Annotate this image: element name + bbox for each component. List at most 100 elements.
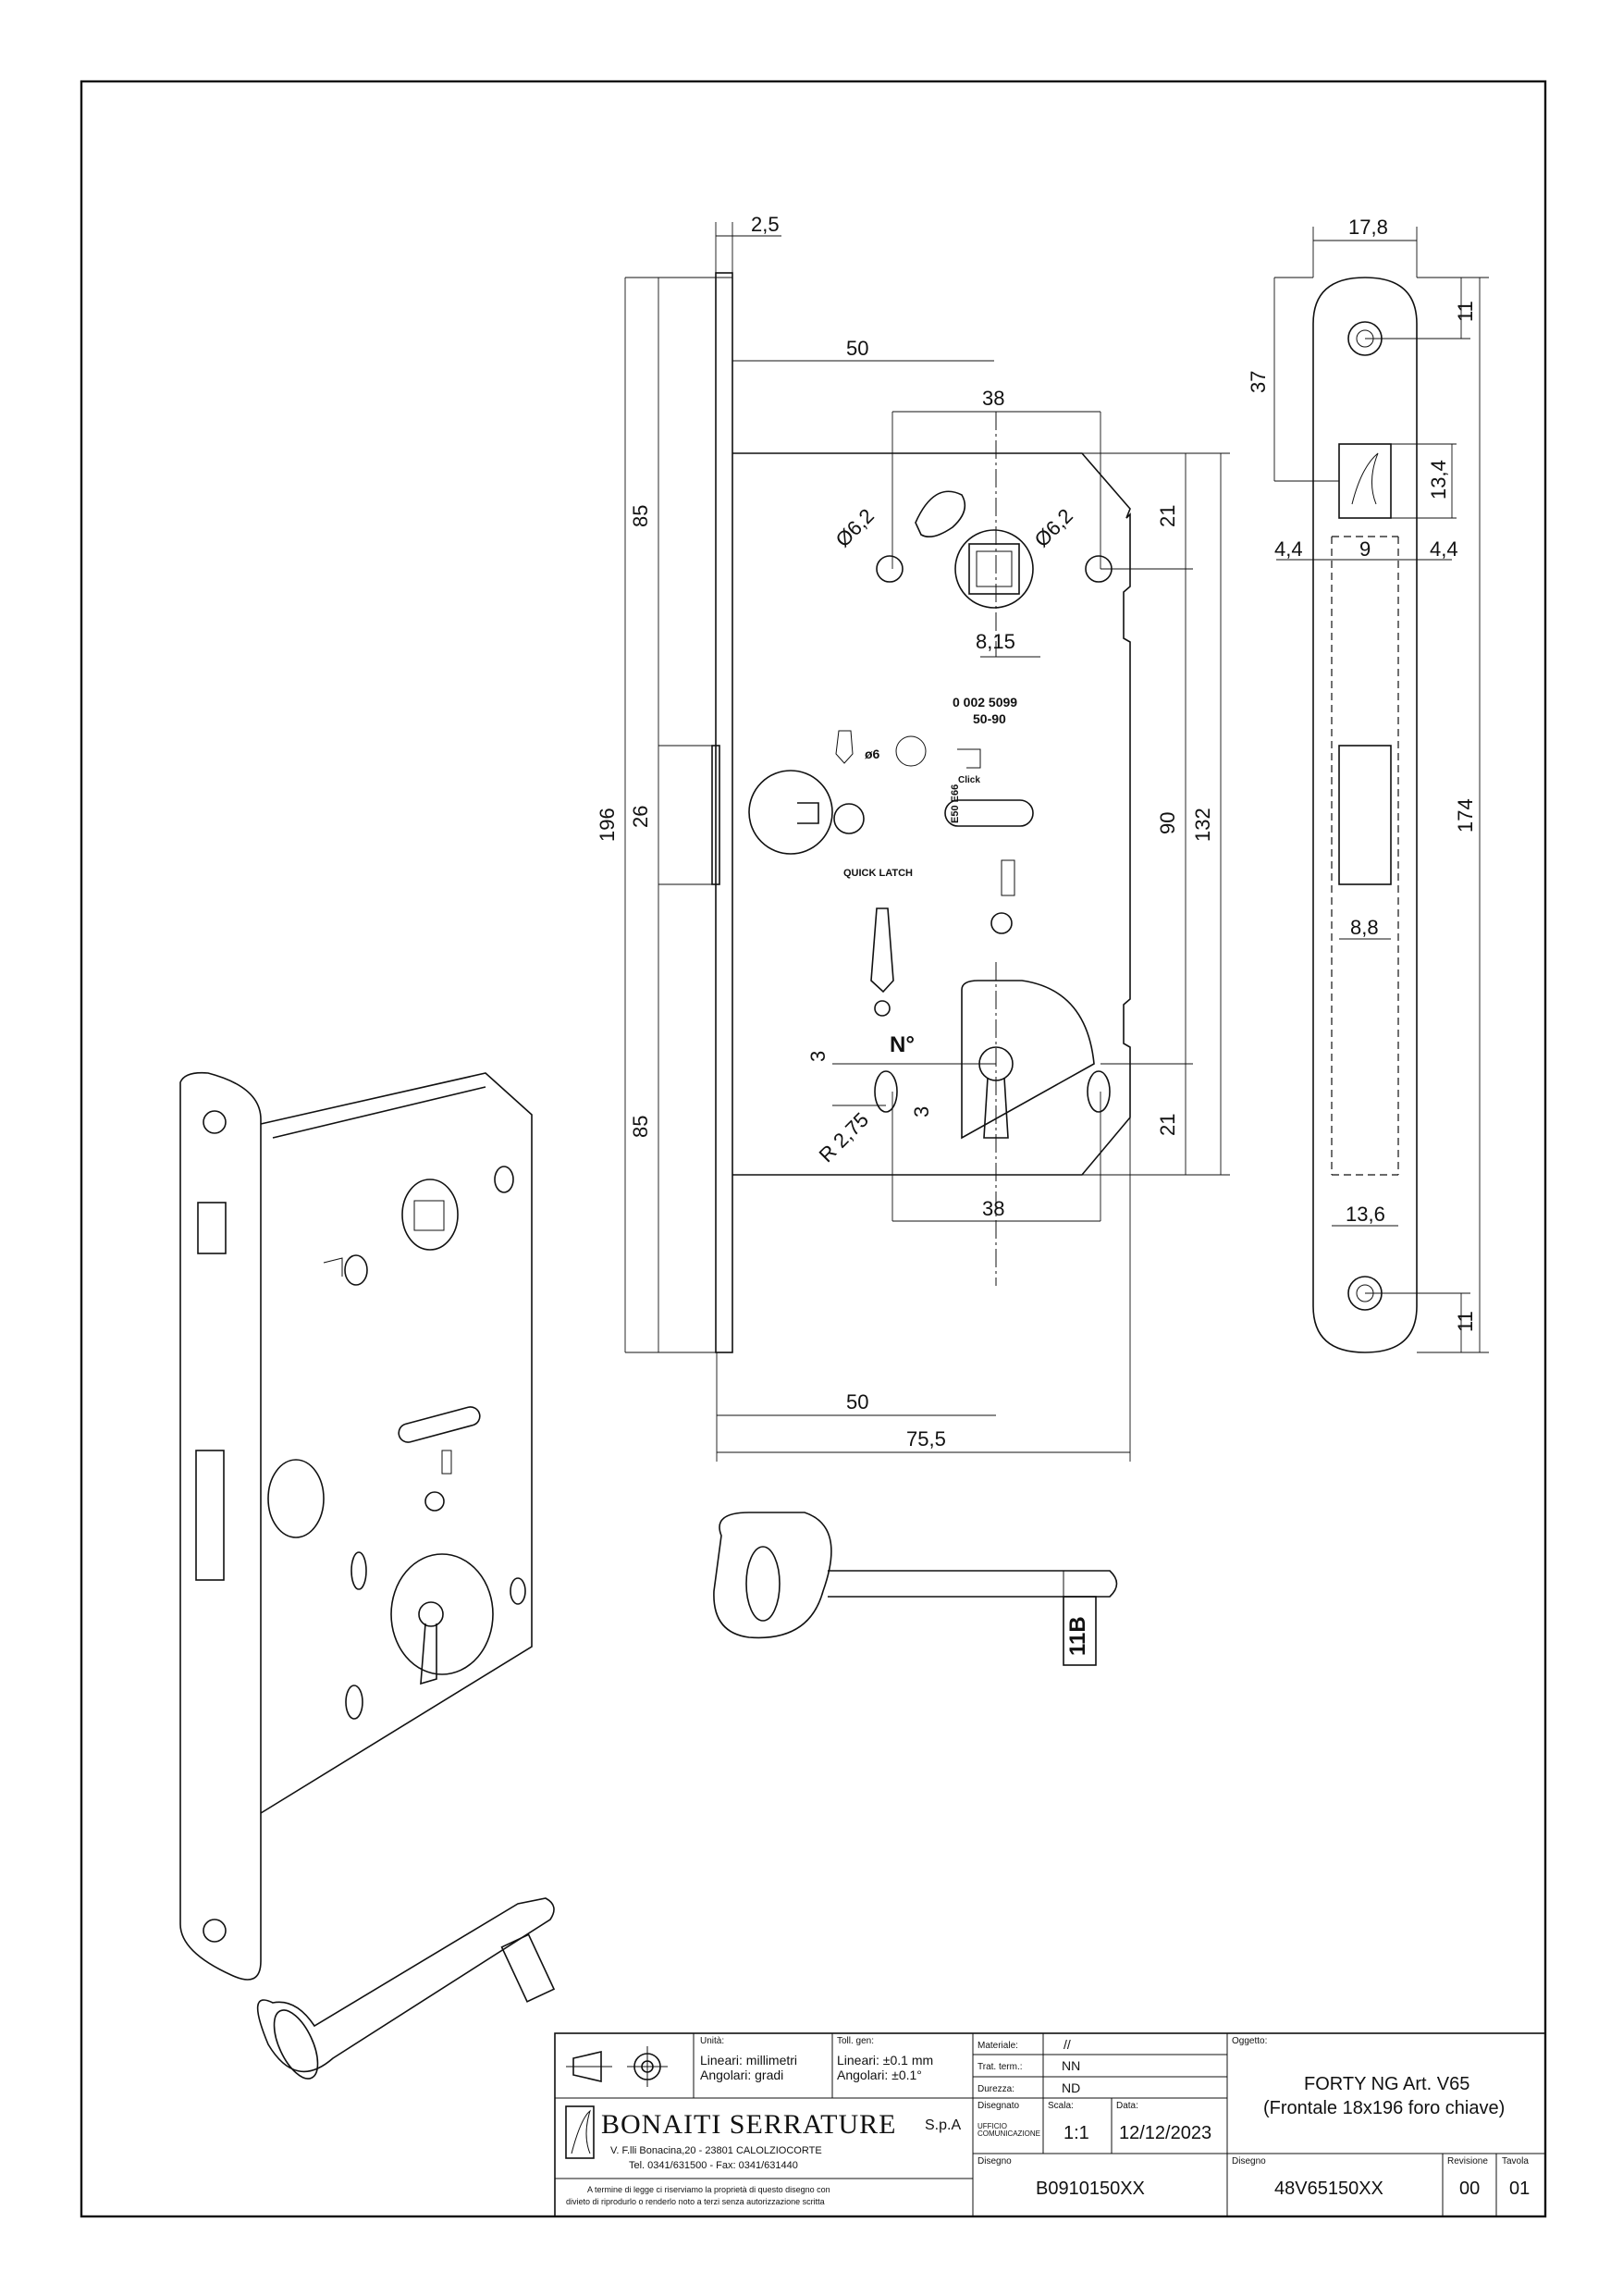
iso-body bbox=[260, 1072, 533, 1814]
e-slot bbox=[944, 799, 1034, 827]
quick-latch-hole bbox=[833, 803, 865, 834]
company-suffix: S.p.A bbox=[925, 2117, 962, 2133]
legal-line-2: divieto di riprodurlo o renderlo noto a … bbox=[566, 2197, 825, 2206]
revision-label: Revisione bbox=[1447, 2156, 1488, 2166]
units-angular: Angolari: gradi bbox=[700, 2068, 784, 2082]
key-front-view bbox=[713, 1512, 1118, 1666]
dim-hole-dia-right: Ø6,2 bbox=[1029, 503, 1077, 552]
dimension-lines-front bbox=[624, 222, 1230, 1462]
subject-line-1: FORTY NG Art. V65 bbox=[1304, 2074, 1470, 2094]
treatment-value: NN bbox=[1062, 2058, 1081, 2073]
material-value: // bbox=[1064, 2037, 1071, 2052]
dim-85-top: 85 bbox=[629, 504, 652, 527]
dim-132: 132 bbox=[1191, 808, 1214, 842]
dim-13-6: 13,6 bbox=[1346, 1203, 1385, 1226]
dim-hole-spacing-top: 38 bbox=[982, 387, 1005, 410]
dim-85-bottom: 85 bbox=[629, 1115, 652, 1138]
date-value: 12/12/2023 bbox=[1119, 2123, 1212, 2143]
phi6-label: ø6 bbox=[865, 747, 880, 761]
key-bit bbox=[1063, 1596, 1097, 1666]
faceplate-latch-slot bbox=[1338, 745, 1392, 885]
pin-symbol bbox=[835, 730, 854, 764]
dim-174: 174 bbox=[1454, 798, 1477, 833]
company-name: BONAITI SERRATURE bbox=[601, 2109, 897, 2140]
lock-range: 50-90 bbox=[973, 711, 1006, 726]
dim-4-4-left: 4,4 bbox=[1274, 537, 1303, 561]
tolerance-label: Toll. gen: bbox=[837, 2036, 875, 2046]
bean-slot bbox=[915, 490, 966, 537]
drawn-value: UFFICIO COMUNICAZIONE bbox=[977, 2122, 1040, 2138]
dimension-lines-side bbox=[1273, 227, 1489, 1353]
material-label: Materiale: bbox=[977, 2041, 1018, 2051]
quick-latch-label: QUICK LATCH bbox=[843, 868, 913, 879]
company-address: V. F.lli Bonacina,20 - 23801 CALOLZIOCOR… bbox=[610, 2145, 822, 2156]
dim-spindle: 8,15 bbox=[976, 630, 1015, 653]
n-degree-label: N° bbox=[890, 1032, 915, 1057]
sheet-label: Tavola bbox=[1502, 2156, 1529, 2166]
tolerance-angular: Angolari: ±0.1° bbox=[837, 2068, 922, 2082]
dim-90: 90 bbox=[1156, 811, 1179, 834]
lower-hole-right bbox=[1087, 1070, 1111, 1113]
key-guide-slot bbox=[870, 907, 894, 994]
company-phone: Tel. 0341/631500 - Fax: 0341/631440 bbox=[629, 2160, 798, 2171]
dim-body-depth: 75,5 bbox=[906, 1427, 946, 1450]
dim-faceplate-thickness: 2,5 bbox=[751, 213, 780, 236]
spindle-square bbox=[968, 543, 1020, 595]
dim-radius: R 2,75 bbox=[814, 1107, 874, 1167]
drawing1-label: Disegno bbox=[977, 2156, 1012, 2166]
drawn-label: Disegnato bbox=[977, 2101, 1020, 2111]
scale-value: 1:1 bbox=[1064, 2123, 1089, 2143]
dim-backset-bottom: 50 bbox=[846, 1390, 869, 1413]
dim-faceplate-width: 17,8 bbox=[1348, 216, 1388, 239]
lock-isometric-view bbox=[179, 1071, 556, 2080]
scale-label: Scala: bbox=[1048, 2101, 1074, 2111]
company-logo bbox=[565, 2105, 595, 2159]
hardness-value: ND bbox=[1062, 2080, 1081, 2095]
dim-11-bottom: 11 bbox=[1454, 1311, 1477, 1332]
dim-backset-top: 50 bbox=[846, 337, 869, 360]
lower-hole-left bbox=[874, 1070, 898, 1113]
dim-37: 37 bbox=[1247, 370, 1270, 393]
faceplate-logo bbox=[1351, 452, 1379, 505]
treatment-label: Trat. term.: bbox=[977, 2062, 1023, 2072]
dim-21-top: 21 bbox=[1156, 504, 1179, 527]
key-bow-hole bbox=[745, 1546, 781, 1622]
dim-26: 26 bbox=[629, 805, 652, 828]
units-linear: Lineari: millimetri bbox=[700, 2053, 798, 2068]
subject-line-2: (Frontale 18x196 foro chiave) bbox=[1263, 2098, 1506, 2118]
tolerance-linear: Lineari: ±0.1 mm bbox=[837, 2053, 934, 2068]
rotation-symbol bbox=[895, 735, 927, 767]
iso-key bbox=[256, 1897, 555, 2073]
sheet-value: 01 bbox=[1509, 2179, 1531, 2199]
subject-label: Oggetto: bbox=[1232, 2036, 1268, 2046]
spindle-hub bbox=[954, 529, 1034, 609]
dim-21-bottom: 21 bbox=[1156, 1113, 1179, 1136]
fixing-hole-left bbox=[876, 555, 904, 583]
spindle-square-inner bbox=[976, 550, 1013, 587]
date-label: Data: bbox=[1116, 2101, 1138, 2111]
iso-faceplate bbox=[179, 1071, 262, 1981]
click-label: Click bbox=[958, 775, 980, 785]
lock-body-outline bbox=[732, 452, 1131, 1176]
click-symbol bbox=[957, 748, 981, 769]
lock-code: 0 002 5099 bbox=[953, 695, 1018, 710]
key-shank bbox=[828, 1570, 1118, 1598]
hardness-label: Durezza: bbox=[977, 2084, 1015, 2094]
small-hole bbox=[990, 912, 1013, 934]
dim-13-4: 13,4 bbox=[1427, 460, 1450, 500]
dim-hole-spacing-bottom: 38 bbox=[982, 1197, 1005, 1220]
dim-8-8: 8,8 bbox=[1350, 916, 1379, 939]
title-block bbox=[554, 2032, 1546, 2217]
dim-3-a: 3 bbox=[806, 1050, 830, 1062]
drawing2-label: Disegno bbox=[1232, 2156, 1266, 2166]
quick-latch-lever bbox=[797, 802, 819, 824]
e-slot-label: E50 E66 bbox=[950, 784, 961, 823]
drawing2-value: 48V65150XX bbox=[1274, 2179, 1383, 2199]
faceplate-outline bbox=[1312, 277, 1418, 1353]
dim-11-top: 11 bbox=[1454, 301, 1477, 322]
legal-line-1: A termine di legge ci riserviamo la prop… bbox=[587, 2185, 830, 2194]
small-slot bbox=[1001, 859, 1015, 896]
dim-hole-dia-left: Ø6,2 bbox=[830, 503, 879, 552]
